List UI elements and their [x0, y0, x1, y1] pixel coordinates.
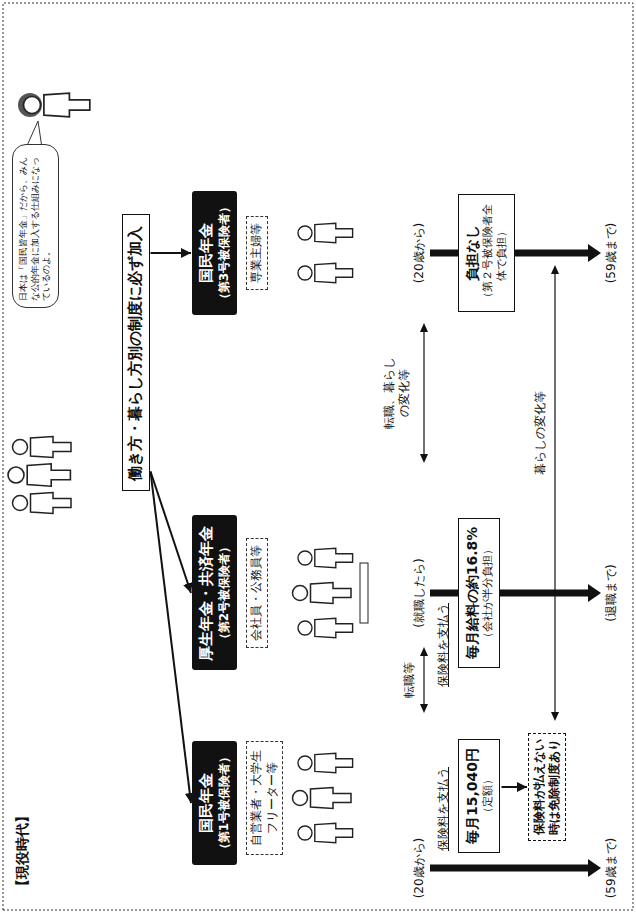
group-box: 専業主婦等 [246, 216, 268, 290]
node-text: 負担なし [463, 203, 481, 303]
timeline-arrow [430, 859, 601, 877]
premium-box: 毎月15,040円（定額） [458, 739, 500, 853]
node-subtext: （第3号被保険者） [217, 201, 233, 305]
connector-arrow [151, 252, 192, 254]
node-subtext: （第1号被保険者） [217, 751, 233, 855]
dotted-frame [3, 3, 633, 910]
employee-figures [293, 548, 369, 638]
connector-arrow [151, 472, 192, 594]
speech-bubble: 日本は「国民皆年金」だから、みんな公的年金に加入する仕組みになっているのよ。 [12, 144, 59, 308]
age-label: (20歳から) [412, 838, 427, 899]
double-arrow [551, 265, 559, 721]
action-label: 保険料を支払う [436, 767, 451, 851]
age-label: (59歳まで) [604, 223, 619, 284]
change-label: 転職、暮らしの変化等 [382, 353, 412, 433]
connector-arrow [151, 472, 192, 804]
node-text: 毎月給料の約16.8% [463, 527, 481, 660]
connector-arrow [501, 786, 527, 788]
age-label: (就職したら) [412, 558, 427, 627]
double-arrow [420, 647, 428, 713]
exemption-box: 保険料が払えない時は免除制度あり [528, 733, 566, 841]
age-label: (20歳から) [412, 223, 427, 284]
age-label: (59歳まで) [604, 838, 619, 899]
girl-figure [18, 93, 90, 117]
group-box: 自営業者・大学生 フリーター等 [246, 741, 283, 855]
node-subtext: （第２号被保険者全体で負担） [481, 203, 510, 303]
node-subtext: （第2号被保険者） [217, 526, 233, 661]
node-text: 毎月15,040円 [463, 748, 481, 844]
node-text: 国民年金 [197, 751, 217, 855]
node-subtext: （会社が半分負担） [481, 527, 495, 660]
group-box: 会社員・公務員等 [246, 538, 268, 648]
node-subtext: （定額） [481, 748, 495, 844]
self-employed-figures [293, 753, 353, 843]
premium-box: 毎月給料の約16.8%（会社が半分負担） [458, 518, 500, 669]
node-text: 厚生年金・共済年金 [197, 526, 217, 661]
node-text: 自営業者・大学生 フリーター等 [249, 748, 280, 848]
age-label: (退職まで) [604, 564, 619, 621]
section-label: 【現役時代】 [14, 809, 32, 893]
timeline-arrow [430, 244, 601, 262]
system-box: 国民年金（第3号被保険者） [192, 191, 237, 315]
action-label: 保険料を支払う [436, 603, 451, 687]
heading-box: 働き方・暮らし方別の制度に必ず加入 [122, 215, 150, 492]
double-arrow [420, 323, 428, 463]
people-figure [8, 437, 71, 514]
homemaker-figures [298, 223, 353, 283]
node-text: 保険料が払えない時は免除制度あり [532, 739, 562, 835]
node-text: 専業主婦等 [249, 223, 265, 283]
timeline-arrow [430, 584, 601, 602]
node-text: 日本は「国民皆年金」だから、みんな公的年金に加入する仕組みになっているのよ。 [18, 151, 53, 301]
change-label: 転職等 [402, 662, 417, 698]
premium-box: 負担なし（第２号被保険者全体で負担） [458, 194, 515, 312]
change-label: 暮らしの変化等 [533, 391, 548, 475]
node-text: 会社員・公務員等 [249, 545, 265, 641]
system-box: 厚生年金・共済年金（第2号被保険者） [192, 516, 237, 671]
system-box: 国民年金（第1号被保険者） [192, 741, 237, 865]
node-text: 国民年金 [197, 201, 217, 305]
node-text: 働き方・暮らし方別の制度に必ず加入 [126, 226, 146, 481]
